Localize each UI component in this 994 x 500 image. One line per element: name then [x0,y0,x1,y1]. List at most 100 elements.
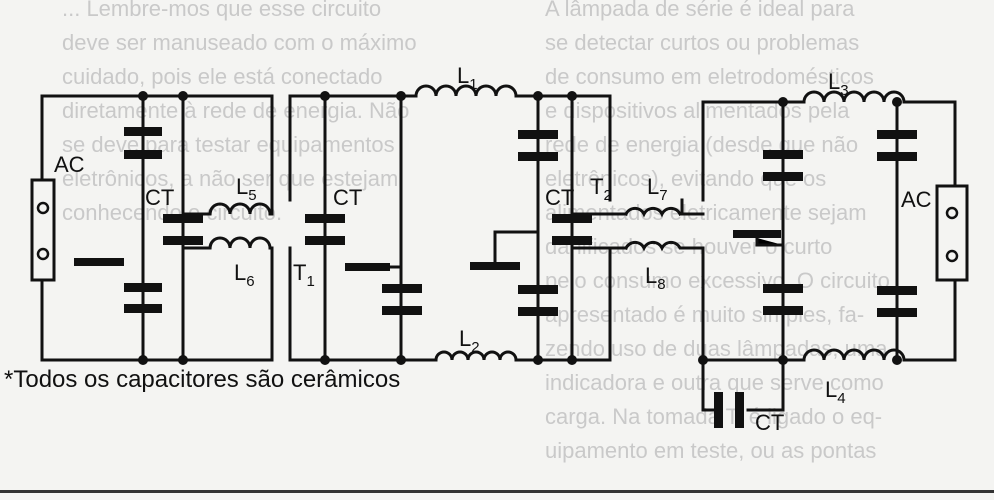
capacitor-plate [124,150,162,159]
capacitor-plate [470,262,520,270]
bg-line: se deve para testar equipamentos [62,132,395,157]
junction-dot [778,355,788,365]
inductor-l7 [623,206,683,218]
label-t1: T1 [293,260,315,290]
capacitor-plate [74,258,124,266]
label-l2: L2 [459,326,480,356]
label-ct-2: CT [333,185,362,210]
label-t2: T2 [590,174,612,204]
inductor-l8 [623,240,684,252]
capacitor-plate [382,306,422,315]
junction-dot [892,97,902,107]
capacitor-plate [163,214,203,223]
junction-dot [533,355,543,365]
capacitor-plate [733,230,781,238]
label-ct-1: CT [145,185,174,210]
bottom-divider [0,490,994,493]
inductor-l5 [208,202,274,216]
junction-dot [396,91,406,101]
label-l4: L4 [825,377,846,407]
label-l3: L3 [828,69,849,99]
capacitor-plate [714,392,723,428]
junction-dot [178,355,188,365]
capacitor-plate [124,283,162,292]
capacitor-plate [877,286,917,295]
inductor-l6 [208,236,274,250]
capacitor-plate [552,236,592,245]
capacitor-plate [763,306,803,315]
bg-line: carga. Na tomada T, é ligado o eq- [545,404,883,429]
junction-dot [892,355,902,365]
junction-dot [567,91,577,101]
footnote-text: *Todos os capacitores são cerâmicos [4,366,401,393]
capacitor-plate [518,307,558,316]
bg-line: ... Lembre-mos que esse circuito [62,0,382,21]
junction-dot [320,91,330,101]
bg-line: eletrônicos, a não ser que estejam [62,166,399,191]
inductor-l4 [802,348,906,362]
junction-dot [396,355,406,365]
junction-dot [178,91,188,101]
capacitor-plate [763,284,803,293]
junction-dot [778,97,788,107]
junction-dots [138,91,902,365]
bg-line: pelo consumo excessivo. O circuito [545,268,890,293]
capacitor-plate [518,152,558,161]
bg-line: se detectar curtos ou problemas [545,30,860,55]
bg-line: apresentado é muito simples, fa- [545,302,865,327]
left-wiring [40,94,292,362]
capacitor-plate [877,152,917,161]
label-l7: L7 [647,174,668,204]
bg-line: zendo uso de duas lâmpadas, uma [545,336,888,361]
junction-dot [698,355,708,365]
capacitor-plate [877,130,917,139]
junction-dot [138,355,148,365]
capacitor-plate [305,236,345,245]
junction-dot [567,355,577,365]
capacitor-plate [124,127,162,136]
junction-dot [138,91,148,101]
label-ct-4: CT [755,410,784,435]
label-l8: L8 [645,263,666,293]
bg-line: cuidado, pois ele está conectado [62,64,383,89]
capacitor-plate [518,130,558,139]
background-right-column: A lâmpada de série é ideal para se detec… [545,0,890,468]
capacitor-plate [305,214,345,223]
background-left-column: ... Lembre-mos que esse circuito deve se… [62,0,417,230]
bg-line: diretamente à rede de energia. Não [62,98,410,123]
ac-outlet-left [30,178,56,282]
label-ac-left: AC [54,152,85,177]
bg-line: uipamento em teste, ou as pontas [545,438,877,463]
bg-line: deve ser manuseado com o máximo [62,30,417,55]
capacitor-plate [763,172,803,181]
label-l6: L6 [234,260,255,290]
capacitor-plate [345,263,390,271]
bg-line: A lâmpada de série é ideal para [545,0,855,21]
inductor-l2 [434,350,518,362]
capacitor-plate [877,308,917,317]
junction-dot [320,355,330,365]
capacitor-plate [124,304,162,313]
label-ac-right: AC [901,187,932,212]
capacitor-plate [763,150,803,159]
capacitor-plate [552,214,592,223]
label-ct-3: CT [545,185,574,210]
capacitor-plate [518,285,558,294]
capacitor-plate [382,284,422,293]
label-l5: L5 [236,174,257,204]
junction-dot [533,91,543,101]
bg-line: de consumo em eletrodomésticos [545,64,874,89]
label-l1: L1 [457,63,478,93]
ac-outlet-right [935,184,969,282]
middle-wiring [288,94,628,362]
bg-line: indicadora e outra que serve como [545,370,884,395]
capacitors [74,127,917,428]
capacitor-plate [163,236,203,245]
inductor-l1 [414,84,518,98]
inductor-l3 [802,90,906,104]
capacitor-stubs [141,136,899,308]
right-wiring [680,100,957,412]
capacitor-plate [735,392,744,428]
